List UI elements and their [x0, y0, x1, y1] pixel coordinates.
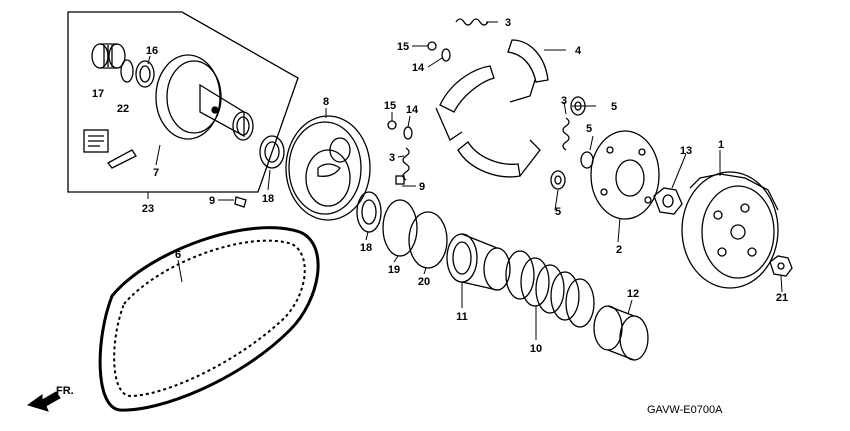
callout-2: 2 — [616, 244, 622, 256]
assembly-23-outline — [67, 11, 299, 193]
callout-18a: 18 — [262, 193, 274, 205]
callout-3c: 3 — [561, 95, 567, 107]
part-3-spring-mid — [402, 147, 410, 181]
callout-5b: 5 — [586, 123, 592, 135]
callouts: 23 16 17 22 7 9 18 8 6 3 4 15 14 15 14 3… — [92, 17, 788, 355]
callout-9b: 9 — [419, 181, 425, 193]
part-15-clip-top — [427, 41, 437, 51]
callout-11: 11 — [456, 311, 468, 323]
callout-14b: 14 — [406, 104, 419, 116]
part-5-bushing-c — [550, 170, 566, 190]
part-6-drive-belt — [98, 226, 320, 412]
part-17-needle-bearing — [91, 43, 126, 69]
callout-7: 7 — [153, 167, 159, 179]
callout-16: 16 — [146, 45, 158, 57]
callout-17: 17 — [92, 88, 104, 100]
part-14-washer-top — [441, 48, 451, 62]
callout-5c: 5 — [555, 206, 561, 218]
part-13-nut — [653, 187, 683, 215]
part-18-oil-seal-a — [259, 135, 285, 169]
callout-13: 13 — [680, 145, 692, 157]
callout-14a: 14 — [412, 62, 425, 74]
callout-8: 8 — [323, 96, 329, 108]
part-1-clutch-outer — [681, 171, 779, 289]
part-22-snap-ring — [120, 59, 134, 83]
callout-23: 23 — [142, 203, 154, 215]
part-20-o-ring — [408, 211, 448, 269]
part-4-clutch-shoes — [435, 39, 549, 178]
callout-10: 10 — [530, 343, 542, 355]
part-19-o-ring — [382, 199, 418, 257]
part-12-collar — [593, 305, 649, 361]
callout-3a: 3 — [505, 17, 511, 29]
part-14-washer-mid — [403, 126, 413, 140]
callout-6: 6 — [175, 249, 181, 261]
callout-20: 20 — [418, 276, 430, 288]
callout-3b: 3 — [389, 152, 395, 164]
callout-22: 22 — [117, 103, 129, 115]
leader-lines — [147, 21, 783, 340]
part-10-spring — [505, 250, 595, 328]
grease-box-icon — [83, 129, 137, 169]
callout-15a: 15 — [397, 41, 409, 53]
callout-1: 1 — [718, 139, 724, 151]
front-arrow-icon — [26, 391, 61, 412]
part-15-clip-mid — [387, 120, 397, 130]
part-18-oil-seal-b — [356, 191, 382, 233]
callout-19: 19 — [388, 264, 400, 276]
part-8-movable-driven-face — [285, 115, 371, 221]
part-9-pin-mid — [395, 175, 405, 185]
part-16-bearing — [135, 60, 155, 88]
part-11-seal-collar — [446, 233, 511, 291]
part-2-drive-plate — [590, 130, 660, 220]
part-21-nut — [769, 255, 793, 277]
callout-18b: 18 — [360, 242, 372, 254]
part-7-driven-face — [155, 54, 254, 141]
callout-15b: 15 — [384, 100, 396, 112]
part-3-spring-top — [455, 18, 489, 26]
callout-12: 12 — [627, 288, 639, 300]
callout-9a: 9 — [209, 195, 215, 207]
part-9-pin-left — [234, 196, 247, 208]
callout-5a: 5 — [611, 101, 617, 113]
diagram-code: GAVW-E0700A — [647, 404, 723, 416]
part-3-spring-right — [562, 117, 570, 151]
callout-4: 4 — [575, 45, 582, 57]
callout-21: 21 — [776, 292, 788, 304]
front-label: FR. — [56, 385, 74, 397]
